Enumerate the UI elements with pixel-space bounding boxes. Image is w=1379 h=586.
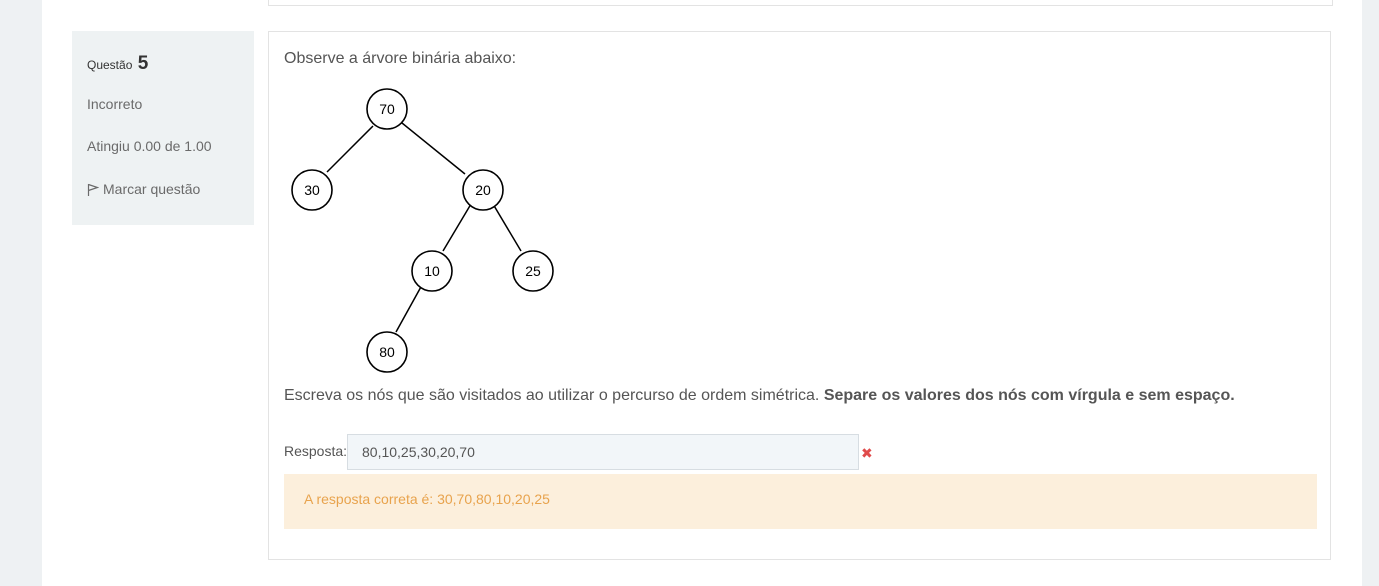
question-number: 5: [137, 53, 149, 74]
tree-node-30: 30: [291, 169, 333, 211]
tree-node-label: 25: [525, 263, 541, 279]
edge-10-80: [395, 284, 423, 333]
tree-node-20: 20: [462, 169, 504, 211]
tree-node-80: 80: [366, 331, 408, 373]
flag-icon: [87, 183, 99, 196]
answer-label: Resposta:: [284, 443, 348, 459]
tree-node-label: 20: [475, 182, 491, 198]
tree-node-10: 10: [411, 250, 453, 292]
binary-tree-diagram: 70 30 20 10 25 80: [291, 88, 554, 373]
flag-question-link[interactable]: Marcar questão: [87, 180, 200, 197]
tree-node-25: 25: [512, 250, 554, 292]
question-label: Questão: [87, 58, 133, 72]
flag-question-label: Marcar questão: [103, 180, 201, 197]
question-info-panel: Questão 5 Incorreto Atingiu 0.00 de 1.00…: [72, 31, 254, 225]
feedback-text: A resposta correta é: 30,70,80,10,20,25: [304, 491, 550, 507]
edge-20-10: [442, 203, 472, 252]
answer-input[interactable]: [347, 434, 859, 470]
question-prompt: Observe a árvore binária abaixo:: [284, 50, 517, 67]
instruction-bold-text: Separe os valores dos nós com vírgula e …: [823, 387, 1235, 404]
question-status: Incorreto: [87, 96, 143, 112]
question-title: Questão 5: [87, 53, 148, 75]
question-score: Atingiu 0.00 de 1.00: [87, 138, 212, 154]
correct-answer-feedback: A resposta correta é: 30,70,80,10,20,25: [284, 474, 1317, 529]
edge-70-30: [326, 125, 374, 173]
tree-node-70: 70: [366, 88, 408, 130]
tree-node-label: 10: [424, 263, 440, 279]
question-content: Observe a árvore binária abaixo: 70 30 2…: [268, 31, 1331, 560]
tree-node-label: 30: [304, 182, 320, 198]
previous-question-card: [268, 0, 1333, 6]
tree-node-label: 80: [379, 344, 395, 360]
question-instruction: Escreva os nós que são visitados ao util…: [284, 387, 1235, 405]
edge-70-20: [401, 122, 466, 175]
edge-20-25: [492, 203, 522, 252]
instruction-text: Escreva os nós que são visitados ao util…: [284, 387, 824, 404]
tree-node-label: 70: [379, 101, 395, 117]
incorrect-icon: ✖: [861, 445, 873, 461]
